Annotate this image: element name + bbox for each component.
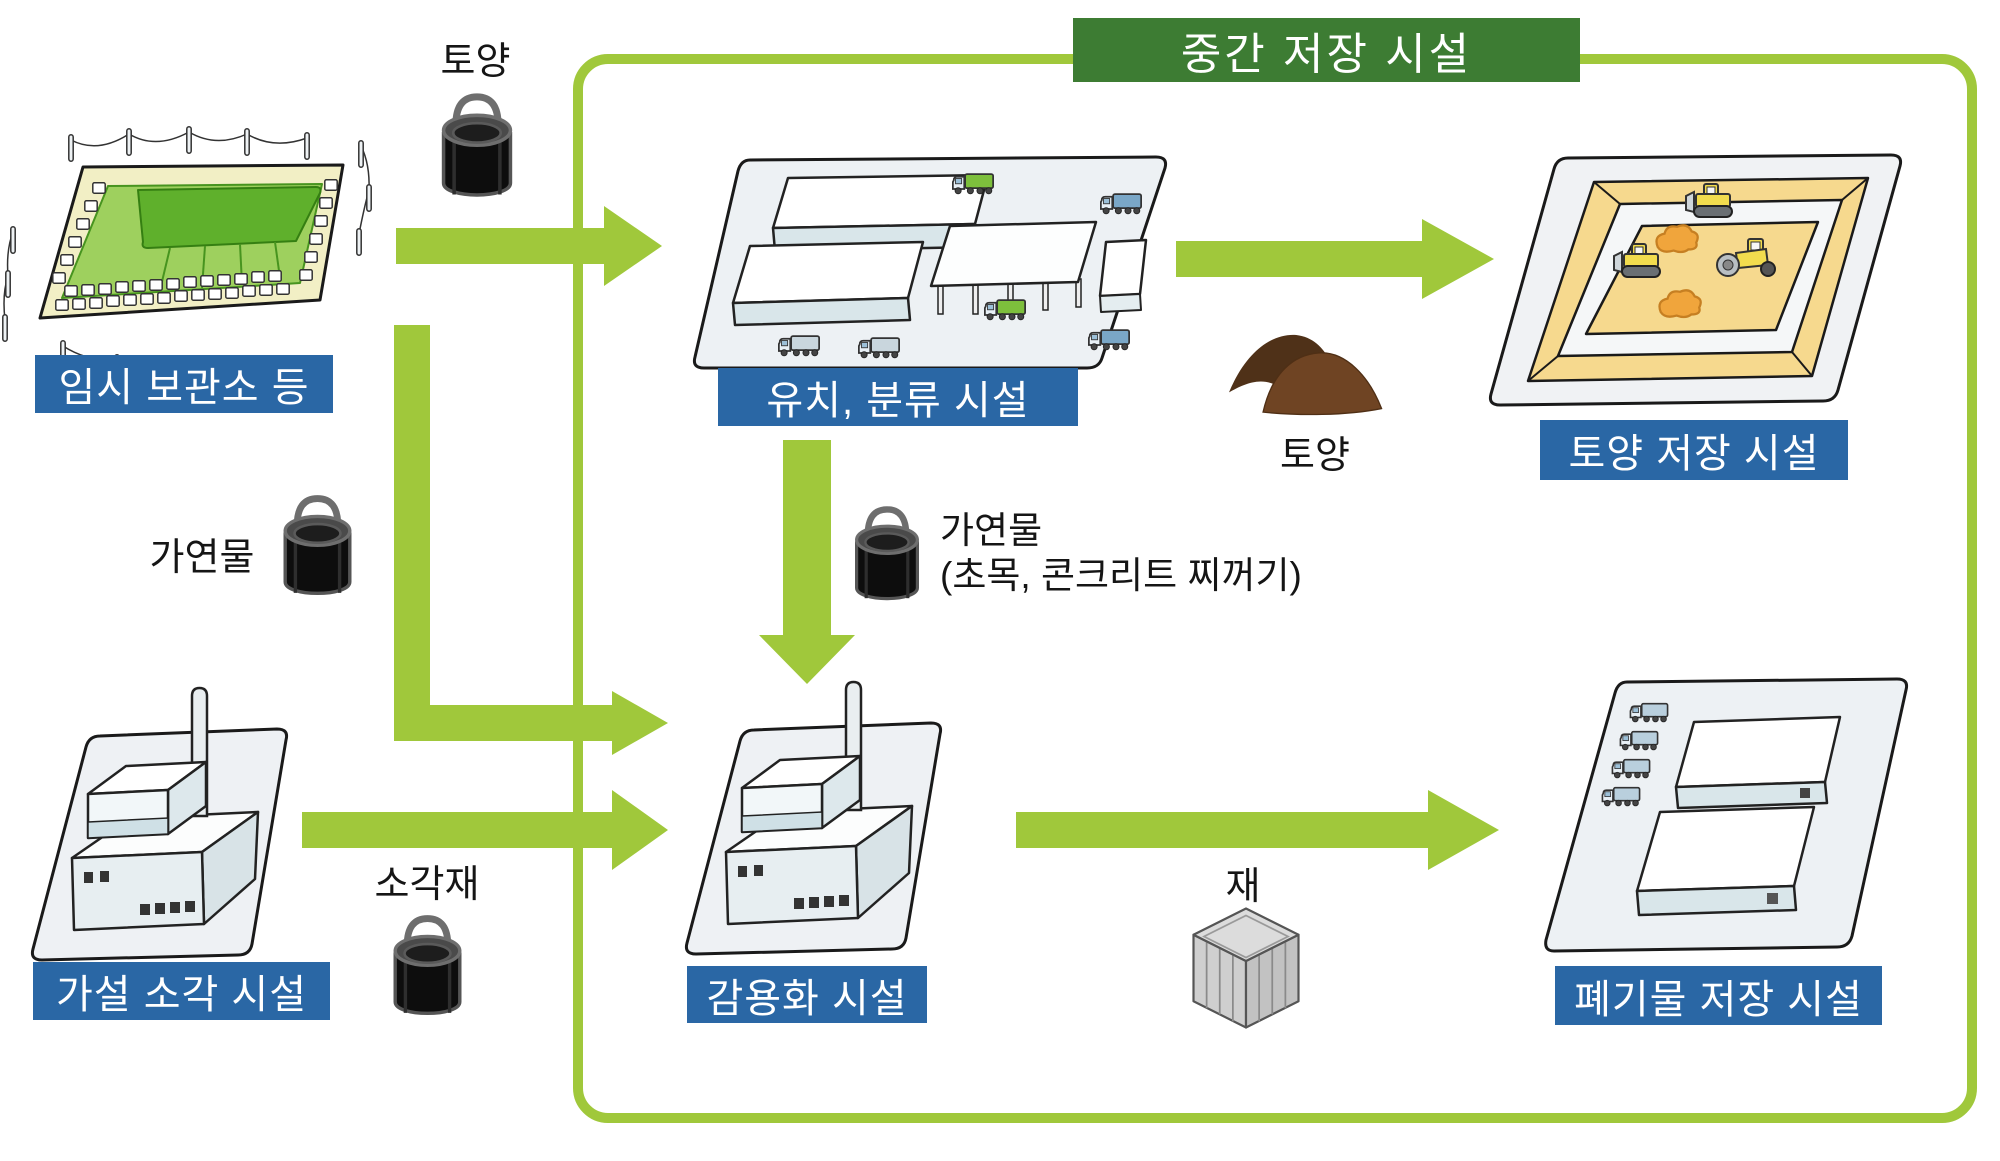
berm-corner-lines [1527, 177, 1869, 382]
arrow-sorting-to-soilstorage [1176, 219, 1494, 299]
arrow-reduction-to-wastestorage [1016, 790, 1499, 870]
volume-reduction-illustration [684, 680, 943, 956]
flow-arrows [302, 206, 1499, 870]
container-plank-lines [1205, 941, 1287, 1022]
flexible-container-bag-icon [847, 494, 927, 616]
label-incinerator: 가설 소각 시설 [33, 962, 330, 1020]
label-combustibles-left: 가연물 [149, 537, 255, 579]
arrow-temp-to-sorting [396, 206, 662, 286]
small-shed [1098, 238, 1148, 313]
label-incinerator-text: 가설 소각 시설 [55, 973, 308, 1017]
flexible-container-bag-icon [385, 908, 470, 1026]
label-sorting-facility-text: 유치, 분류 시설 [766, 379, 1030, 423]
flexible-container-bag-icon [433, 84, 521, 210]
label-soil-storage: 토양 저장 시설 [1540, 420, 1848, 480]
warehouses [731, 173, 990, 327]
ash-container-icon [1192, 907, 1300, 1029]
arrow-sorting-to-reduction [759, 440, 855, 684]
label-soil-top: 토양 [440, 41, 511, 83]
canopy-structure [929, 220, 1098, 315]
storage-buildings [1635, 715, 1842, 917]
label-volume-reduction: 감용화 시설 [687, 966, 927, 1023]
label-sorted-combustibles: 가연물 (초목, 콘크리트 찌꺼기) [940, 508, 1302, 598]
label-waste-storage-text: 폐기물 저장 시설 [1574, 977, 1863, 1022]
soil-storage-illustration [1488, 153, 1903, 407]
soil-pile-icon [1228, 334, 1383, 416]
label-sorted-combustibles-detail: (초목, 콘크리트 찌꺼기) [940, 555, 1302, 596]
label-ash-mid: 재 [1225, 866, 1261, 908]
covered-mound-top [137, 186, 322, 249]
arrow-incinerator-to-reduction [302, 790, 668, 870]
label-incineration-ash: 소각재 [374, 864, 480, 906]
waste-storage-illustration [1544, 677, 1909, 953]
label-temp-storage-text: 임시 보관소 등 [58, 366, 310, 410]
interim-storage-header-label: 중간 저장 시설 [1180, 30, 1473, 79]
temp-storage-site-illustration [2, 126, 372, 378]
incinerator-illustration [30, 686, 289, 962]
flexible-container-bag-icon [275, 487, 360, 607]
label-temp-storage: 임시 보관소 등 [35, 355, 333, 413]
label-sorting-facility: 유치, 분류 시설 [718, 368, 1078, 426]
sorting-facility-illustration [692, 155, 1168, 370]
label-sorted-combustibles-main: 가연물 [940, 510, 1043, 551]
label-volume-reduction-text: 감용화 시설 [706, 976, 908, 1021]
arrow-temp-to-reduction [394, 325, 668, 755]
interim-storage-header: 중간 저장 시설 [1073, 18, 1580, 82]
label-soil-mid: 토양 [1280, 435, 1350, 477]
label-soil-storage-text: 토양 저장 시설 [1568, 432, 1820, 476]
label-waste-storage: 폐기물 저장 시설 [1555, 966, 1882, 1025]
